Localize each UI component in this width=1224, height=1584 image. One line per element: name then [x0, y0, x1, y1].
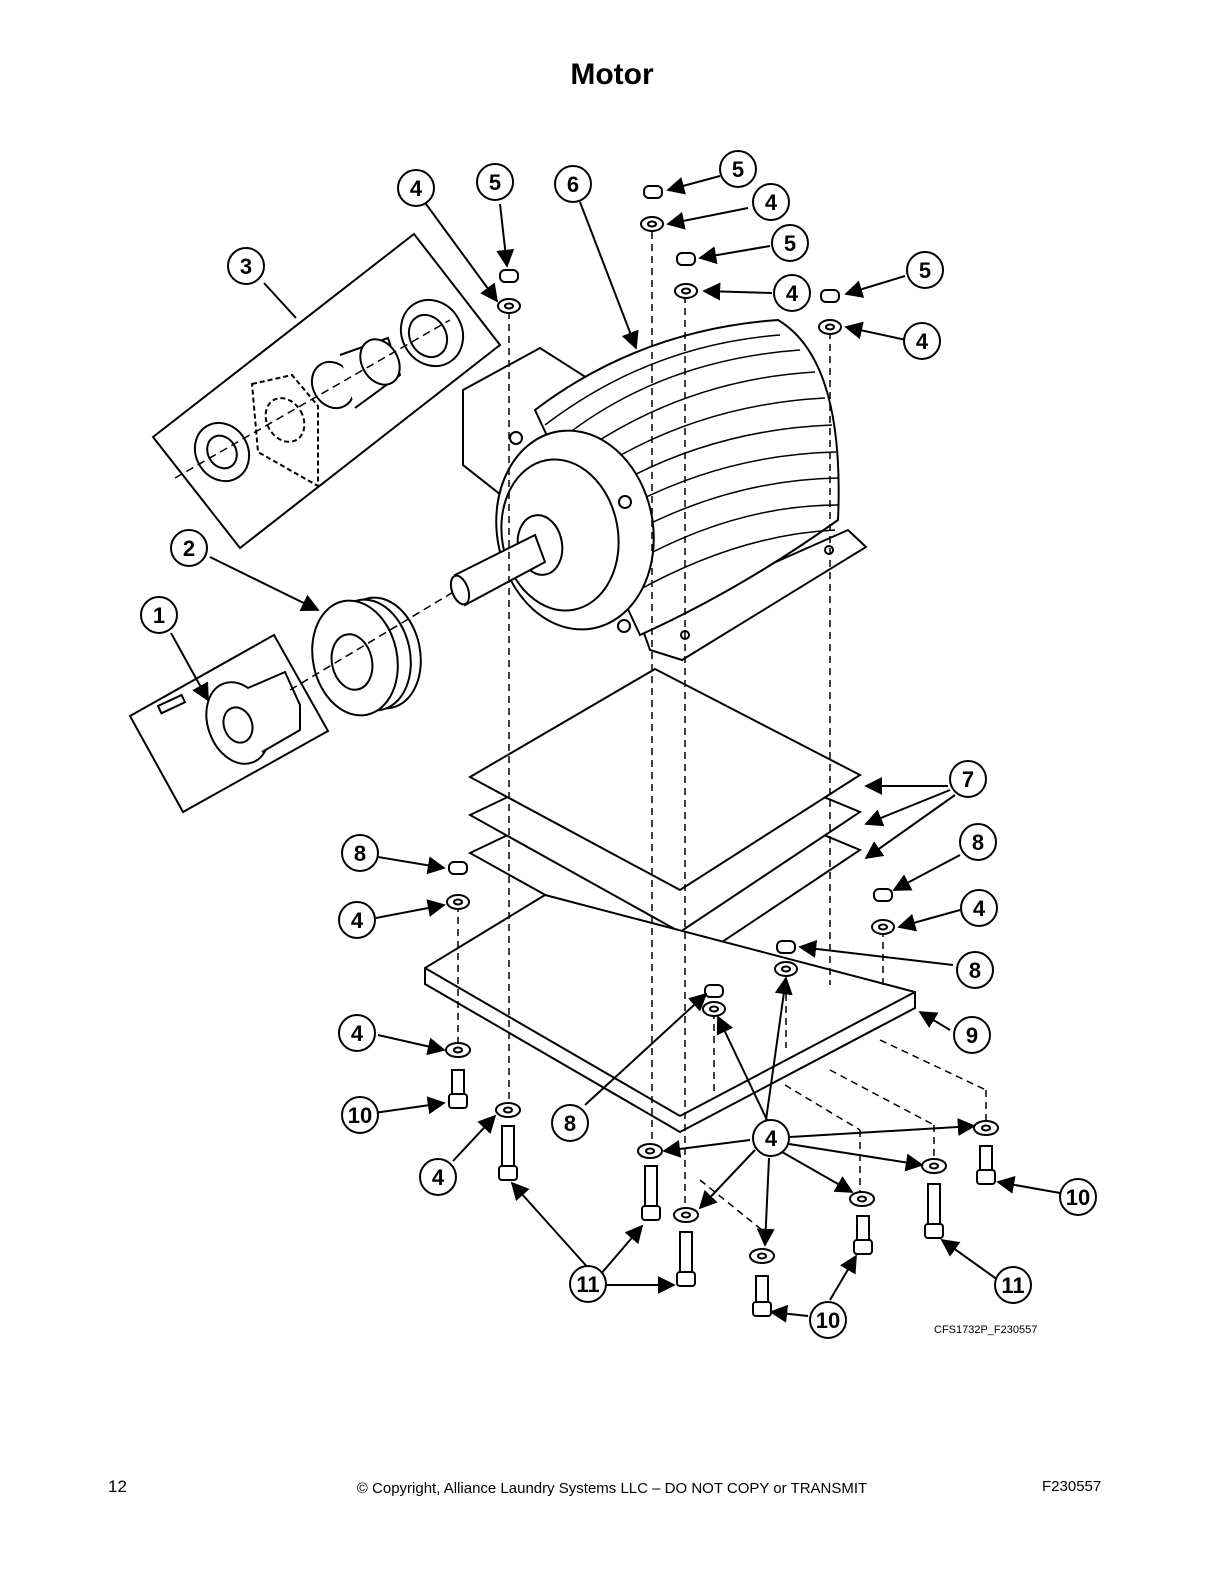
callout-5-b: 5 [771, 224, 809, 262]
document-code: F230557 [1042, 1478, 1102, 1495]
callout-3: 3 [227, 247, 265, 285]
callout-4-low-left: 4 [338, 1014, 376, 1052]
bolt-10-left [448, 1069, 468, 1109]
cable-gland-assembly [151, 232, 502, 550]
svg-text:11: 11 [576, 1272, 599, 1297]
bolt-11-a [641, 1165, 661, 1221]
svg-text:10: 10 [1066, 1185, 1090, 1210]
copyright-notice: © Copyright, Alliance Laundry Systems LL… [356, 1480, 868, 1497]
svg-text:4: 4 [432, 1165, 445, 1190]
svg-text:4: 4 [351, 908, 364, 933]
callout-11-right: 11 [994, 1266, 1032, 1304]
leader-lines [170, 175, 1061, 1323]
callout-4-bottom-center: 4 [752, 1119, 790, 1157]
bolt-11-b [676, 1231, 696, 1287]
svg-text:3: 3 [240, 254, 252, 279]
shim-plates [467, 667, 863, 972]
alignment-lines [457, 232, 987, 1231]
svg-text:4: 4 [765, 1126, 778, 1151]
callout-10-bottom: 10 [809, 1301, 847, 1339]
svg-text:8: 8 [972, 830, 984, 855]
motor-pulley [289, 587, 461, 717]
callout-5-top-left: 5 [476, 163, 514, 201]
page-number: 12 [108, 1477, 127, 1496]
svg-text:8: 8 [969, 958, 981, 983]
svg-text:11: 11 [1001, 1273, 1024, 1298]
hardware [445, 185, 999, 1317]
callout-4-bottom-left: 4 [419, 1158, 457, 1196]
callout-8-left: 8 [341, 834, 379, 872]
callout-4-c: 4 [903, 322, 941, 360]
bolt-10-c [752, 1275, 772, 1317]
callout-4-a: 4 [752, 183, 790, 221]
callout-11-left: 11 [569, 1265, 607, 1303]
svg-text:8: 8 [354, 841, 366, 866]
svg-text:5: 5 [732, 157, 744, 182]
callout-4-b: 4 [773, 274, 811, 312]
bolt-11-right [924, 1183, 944, 1239]
svg-text:4: 4 [410, 176, 423, 201]
base-plate [424, 893, 916, 1134]
callout-10-left: 10 [341, 1096, 379, 1134]
svg-text:5: 5 [489, 170, 501, 195]
figure-id: CFS1732P_F230557 [934, 1324, 1038, 1336]
svg-text:4: 4 [765, 190, 778, 215]
svg-text:4: 4 [916, 329, 929, 354]
bolt-10-d [853, 1215, 873, 1255]
callout-7: 7 [949, 760, 987, 798]
callout-8-bottom: 8 [551, 1104, 589, 1142]
callout-1: 1 [140, 596, 178, 634]
bolt-11-left [498, 1125, 518, 1181]
nut-5-a [499, 269, 519, 283]
callouts: 1 2 3 4 5 6 5 4 5 4 5 4 7 8 8 4 4 8 4 9 … [140, 150, 1097, 1339]
callout-5-c: 5 [906, 251, 944, 289]
callout-6: 6 [554, 165, 592, 203]
svg-text:5: 5 [919, 258, 931, 283]
svg-text:4: 4 [973, 896, 986, 921]
svg-text:9: 9 [966, 1023, 978, 1048]
nut-5-c [676, 252, 696, 266]
svg-text:7: 7 [962, 767, 974, 792]
callout-4-mid-left: 4 [338, 901, 376, 939]
callout-4-mid-right: 4 [960, 889, 998, 927]
svg-text:10: 10 [816, 1308, 840, 1333]
nut-5-d [820, 289, 840, 303]
callout-10-right: 10 [1059, 1178, 1097, 1216]
nut-5-b [643, 185, 663, 199]
page-title: Motor [570, 58, 654, 91]
callout-8-mid-right: 8 [956, 951, 994, 989]
svg-text:6: 6 [567, 172, 579, 197]
hub-and-key-assembly [128, 633, 330, 814]
callout-8-right: 8 [959, 823, 997, 861]
callout-5-a: 5 [719, 150, 757, 188]
callout-9: 9 [953, 1016, 991, 1054]
svg-text:8: 8 [564, 1111, 576, 1136]
motor-body [449, 318, 868, 662]
callout-4-top-left: 4 [397, 169, 435, 207]
callout-2: 2 [170, 529, 208, 567]
svg-text:2: 2 [183, 536, 195, 561]
svg-text:5: 5 [784, 231, 796, 256]
svg-text:4: 4 [351, 1021, 364, 1046]
svg-text:1: 1 [153, 603, 165, 628]
svg-text:10: 10 [348, 1103, 372, 1128]
bolt-10-right [976, 1145, 996, 1185]
svg-text:4: 4 [786, 281, 799, 306]
